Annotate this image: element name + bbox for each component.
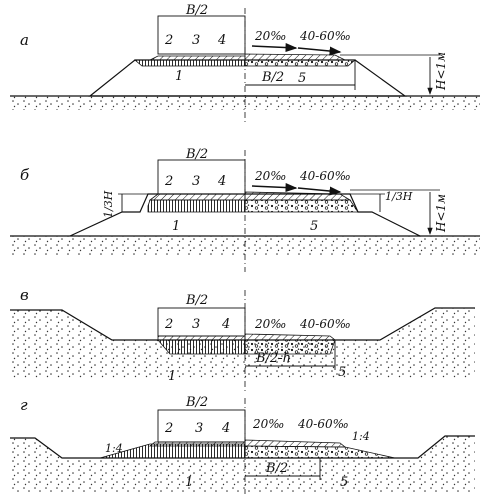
dim-box-top <box>157 307 246 337</box>
layer-num-5: 5 <box>298 71 306 86</box>
layer-5 <box>244 445 396 459</box>
slope-arrow-2 <box>297 186 342 196</box>
layer-num-3: 3 <box>192 317 200 332</box>
slope-label-2: 40-60‰ <box>297 417 349 431</box>
layer-num-5: 5 <box>340 475 348 490</box>
dim-bottom-label: B/2 <box>261 70 284 85</box>
layer-num-1: 1 <box>172 219 180 234</box>
layer-num-2: 2 <box>164 317 173 332</box>
dim-top-label: B/2 <box>185 147 208 162</box>
layer-num-3: 3 <box>195 421 203 436</box>
dim-bottom-label: B/2 <box>265 461 288 476</box>
layer-2-3 <box>149 55 246 61</box>
layer-num-1: 1 <box>185 475 193 490</box>
dim-box-top <box>157 409 246 443</box>
panel-letter: б <box>20 166 30 184</box>
layer-2-3 <box>148 193 246 201</box>
slope-arrow-2 <box>297 46 342 56</box>
layer-4 <box>244 191 352 201</box>
slope-label-1: 20‰ <box>254 317 286 331</box>
subgrade-soil <box>10 436 475 492</box>
slope-label-1: 20‰ <box>252 417 284 431</box>
slope-label-1: 20‰ <box>254 29 286 43</box>
slope-arrow-1 <box>251 43 298 53</box>
layer-1 <box>157 339 246 355</box>
left-side-label: 1/3H <box>102 190 115 218</box>
slope-arrow-1 <box>251 183 298 193</box>
slope-label-2: 40-60‰ <box>299 29 351 43</box>
layer-num-4: 4 <box>221 317 230 332</box>
layer-1 <box>133 59 246 67</box>
layer-num-2: 2 <box>164 33 173 48</box>
layer-num-1: 1 <box>175 69 183 84</box>
dim-bottom-label: B/2-h <box>255 351 291 366</box>
right-side-label: 1/3H <box>385 190 413 203</box>
layer-5 <box>244 339 336 355</box>
height-label: H<1м <box>434 194 448 233</box>
layer-num-1: 1 <box>168 369 176 384</box>
layer-num-4: 4 <box>217 174 226 189</box>
layer-num-2: 2 <box>164 421 173 436</box>
layer-5 <box>244 199 359 213</box>
ratio-left-label: 1:4 <box>105 442 123 455</box>
layer-num-2: 2 <box>164 174 173 189</box>
panel-v: в B/2 2 3 4 1 5 20‰ 40-60‰ B/2-h <box>10 286 475 392</box>
panel-letter: а <box>20 31 29 49</box>
layer-num-3: 3 <box>192 33 200 48</box>
layer-2-3 <box>157 335 246 341</box>
dim-top-label: B/2 <box>185 3 208 18</box>
dim-box-top <box>157 159 246 195</box>
panel-letter: г <box>20 396 28 414</box>
layer-num-4: 4 <box>221 421 230 436</box>
slope-label-2: 40-60‰ <box>299 317 351 331</box>
slope-label-2: 40-60‰ <box>299 169 351 183</box>
layer-num-5: 5 <box>310 219 318 234</box>
layer-num-3: 3 <box>192 174 200 189</box>
layer-2-3 <box>148 441 246 447</box>
layer-4 <box>244 333 337 341</box>
dim-top-label: B/2 <box>185 395 208 410</box>
dim-box-top <box>157 15 246 55</box>
slope-label-1: 20‰ <box>254 169 286 183</box>
height-label: H<1м <box>434 52 448 91</box>
panel-g: г B/2 2 3 4 1 5 20‰ 40-60‰ 1:4 1:4 B/2 <box>10 395 475 494</box>
layer-5 <box>244 59 357 67</box>
layer-4 <box>244 53 346 61</box>
ratio-right-label: 1:4 <box>352 430 370 443</box>
panel-b: б B/2 2 3 4 1 5 20‰ 40-60‰ 1/3H 1/3H H<1… <box>10 147 480 272</box>
dim-top-label: B/2 <box>185 293 208 308</box>
layer-num-4: 4 <box>217 33 226 48</box>
layer-num-5: 5 <box>338 365 346 380</box>
layer-1 <box>147 199 246 213</box>
panel-a: а B/2 2 3 4 1 5 20‰ 40-60‰ B/2 H<1м <box>10 3 480 122</box>
panel-letter: в <box>20 286 29 304</box>
